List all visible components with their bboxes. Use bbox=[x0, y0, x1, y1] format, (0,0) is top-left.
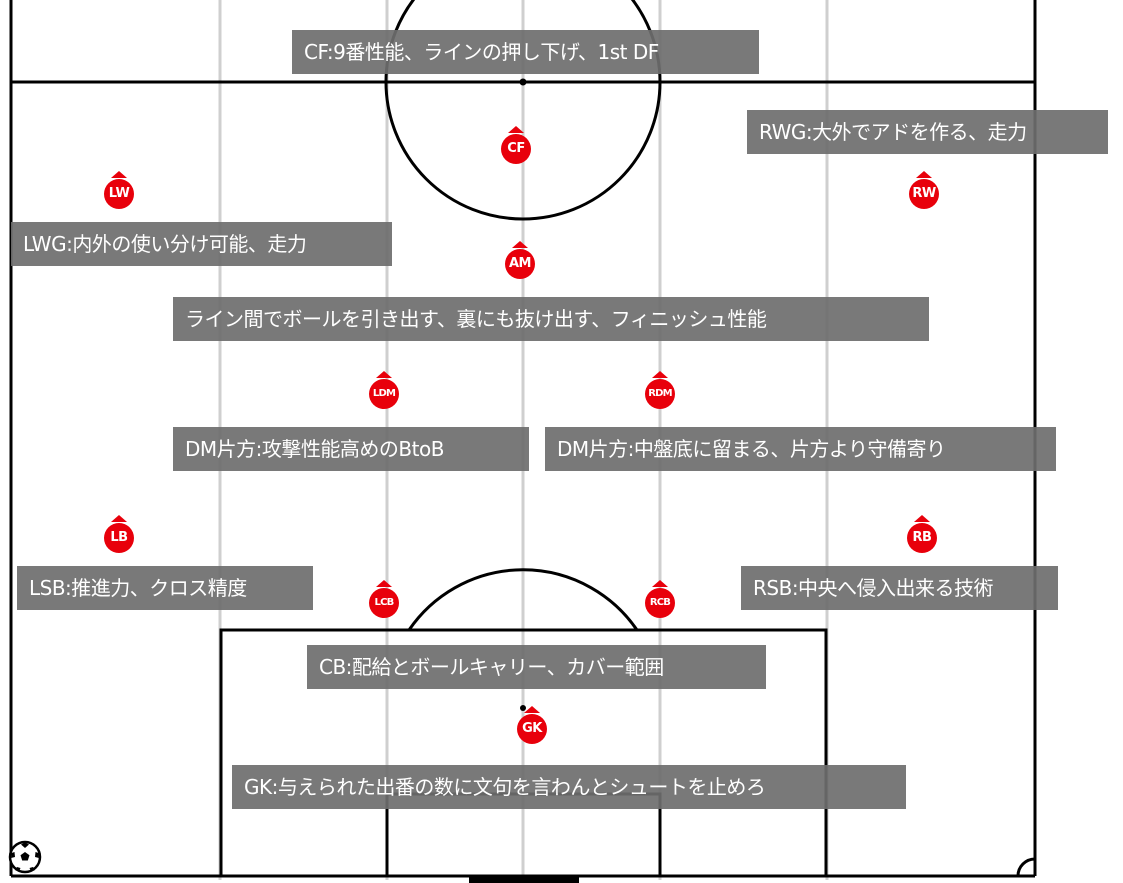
player-lw[interactable]: LW bbox=[104, 171, 134, 211]
player-ldm-label: LDM bbox=[369, 379, 399, 409]
player-rdm-label: RDM bbox=[645, 379, 675, 409]
marker-arrow-icon bbox=[914, 515, 930, 522]
player-am-label: AM bbox=[505, 249, 535, 279]
player-cf-label: CF bbox=[501, 134, 531, 164]
goal bbox=[469, 876, 579, 883]
penalty-arc bbox=[407, 568, 639, 631]
note-lsb: LSB:推進力、クロス精度 bbox=[17, 566, 313, 610]
player-gk[interactable]: GK bbox=[517, 706, 547, 746]
player-rcb[interactable]: RCB bbox=[645, 580, 675, 620]
marker-arrow-icon bbox=[652, 371, 668, 378]
note-rsb: RSB:中央へ侵入出来る技術 bbox=[741, 566, 1058, 610]
player-rb[interactable]: RB bbox=[907, 515, 937, 555]
note-rdm: DM片方:中盤底に留まる、片方より守備寄り bbox=[545, 427, 1056, 471]
player-rb-label: RB bbox=[907, 523, 937, 553]
note-cb: CB:配給とボールキャリー、カバー範囲 bbox=[307, 645, 766, 689]
player-am[interactable]: AM bbox=[505, 241, 535, 281]
note-cf: CF:9番性能、ラインの押し下げ、1st DF bbox=[292, 30, 759, 74]
player-cf[interactable]: CF bbox=[501, 126, 531, 166]
player-lcb-label: LCB bbox=[369, 588, 399, 618]
corner-arc bbox=[1016, 857, 1036, 877]
player-rcb-label: RCB bbox=[645, 588, 675, 618]
player-lb-label: LB bbox=[104, 523, 134, 553]
player-lb[interactable]: LB bbox=[104, 515, 134, 555]
center-circle bbox=[384, 0, 662, 221]
marker-arrow-icon bbox=[652, 580, 668, 587]
note-gk: GK:与えられた出番の数に文句を言わんとシュートを止めろ bbox=[232, 765, 906, 809]
marker-arrow-icon bbox=[508, 126, 524, 133]
center-spot bbox=[519, 78, 527, 86]
note-ldm: DM片方:攻撃性能高めのBtoB bbox=[173, 427, 529, 471]
player-rw-label: RW bbox=[909, 179, 939, 209]
player-lw-label: LW bbox=[104, 179, 134, 209]
player-gk-label: GK bbox=[517, 714, 547, 744]
player-ldm[interactable]: LDM bbox=[369, 371, 399, 411]
note-am: ライン間でボールを引き出す、裏にも抜け出す、フィニッシュ性能 bbox=[173, 297, 929, 341]
note-lwg: LWG:内外の使い分け可能、走力 bbox=[11, 222, 392, 266]
marker-arrow-icon bbox=[376, 371, 392, 378]
player-rw[interactable]: RW bbox=[909, 171, 939, 211]
note-rwg: RWG:大外でアドを作る、走力 bbox=[747, 110, 1108, 154]
marker-arrow-icon bbox=[376, 580, 392, 587]
marker-arrow-icon bbox=[512, 241, 528, 248]
marker-arrow-icon bbox=[111, 515, 127, 522]
marker-arrow-icon bbox=[524, 706, 540, 713]
marker-arrow-icon bbox=[916, 171, 932, 178]
marker-arrow-icon bbox=[111, 171, 127, 178]
soccer-ball-icon bbox=[8, 840, 42, 874]
player-lcb[interactable]: LCB bbox=[369, 580, 399, 620]
player-rdm[interactable]: RDM bbox=[645, 371, 675, 411]
